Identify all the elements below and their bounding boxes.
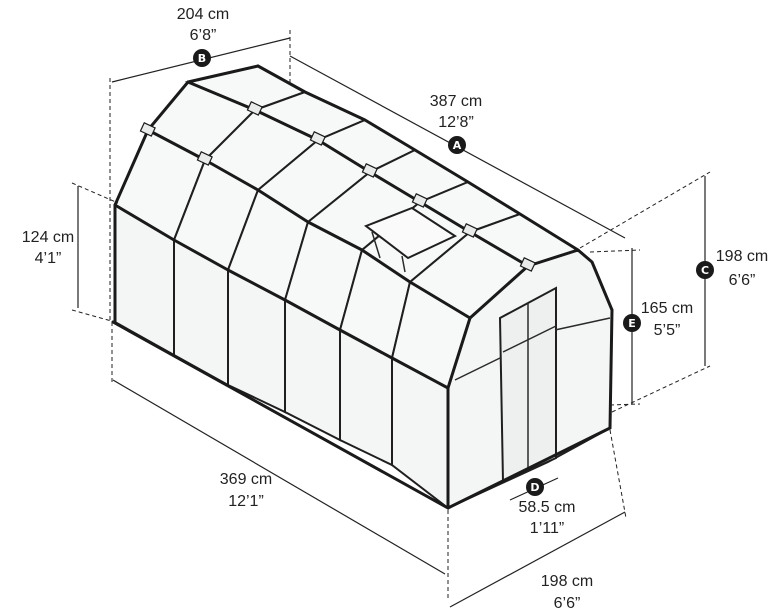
dim-D-metric: 58.5 cm bbox=[519, 499, 576, 516]
dim-C-metric: 198 cm bbox=[716, 248, 768, 265]
dim-base-width-metric: 198 cm bbox=[541, 573, 593, 590]
dim-E-imperial: 5’5” bbox=[654, 322, 681, 339]
dim-A-metric: 387 cm bbox=[430, 93, 482, 110]
dim-base-width-imperial: 6’6” bbox=[554, 595, 581, 612]
dimension-E: 165 cm 5’5” E bbox=[623, 300, 693, 339]
badge-B bbox=[193, 49, 211, 67]
dimension-D: D 58.5 cm 1’11” bbox=[519, 478, 576, 537]
extension-lines bbox=[71, 30, 711, 598]
dimension-base-length: 369 cm 12’1” bbox=[220, 471, 272, 510]
dimension-C: 198 cm 6’6” C bbox=[696, 248, 768, 289]
dim-B-imperial: 6’8” bbox=[190, 27, 217, 44]
badge-A bbox=[448, 136, 466, 154]
dim-base-length-imperial: 12’1” bbox=[228, 493, 264, 510]
greenhouse-illustration bbox=[111, 64, 614, 511]
dim-B-metric: 204 cm bbox=[177, 6, 229, 23]
roof-vent bbox=[363, 206, 458, 260]
dim-D-imperial: 1’11” bbox=[530, 520, 564, 537]
dimension-base-width: 198 cm 6’6” bbox=[541, 573, 593, 612]
badge-D bbox=[526, 478, 544, 496]
badge-E bbox=[623, 314, 641, 332]
dim-A-imperial: 12’8” bbox=[438, 114, 474, 131]
dimension-B: 204 cm 6’8” B bbox=[177, 6, 229, 67]
dim-E-metric: 165 cm bbox=[641, 300, 693, 317]
badge-C-label: C bbox=[701, 264, 709, 277]
dim-side-height-metric: 124 cm bbox=[22, 229, 74, 246]
badge-E-label: E bbox=[628, 317, 636, 330]
badge-B-label: B bbox=[198, 52, 206, 65]
badge-C bbox=[696, 261, 714, 279]
dimension-A: 387 cm 12’8” A bbox=[430, 93, 482, 154]
badge-D-label: D bbox=[530, 481, 539, 494]
dim-base-length-metric: 369 cm bbox=[220, 471, 272, 488]
dimension-side-height: 124 cm 4’1” bbox=[22, 229, 74, 267]
badge-A-label: A bbox=[453, 139, 462, 152]
dim-side-height-imperial: 4’1” bbox=[35, 250, 62, 267]
dim-C-imperial: 6’6” bbox=[729, 272, 756, 289]
